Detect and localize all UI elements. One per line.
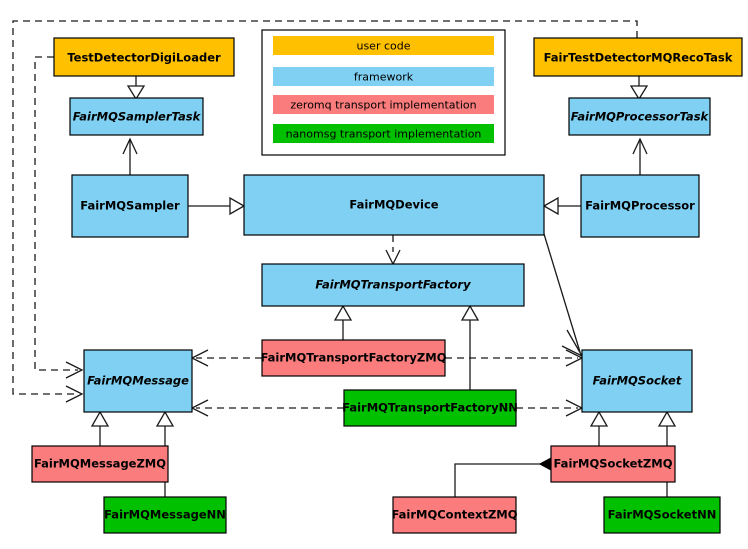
class-node-fairMQSocketZMQ[interactable]: FairMQSocketZMQ [550, 445, 676, 483]
class-node-fairMQProcessor[interactable]: FairMQProcessor [580, 174, 700, 238]
edge-processor-to-device [542, 196, 581, 216]
legend-swatch-zeromq [273, 95, 494, 114]
class-node-fairMQTransportFactory[interactable]: FairMQTransportFactory [261, 263, 525, 307]
edge-messagezmq-to-message [90, 410, 110, 446]
class-node-fairMQSocketNN[interactable]: FairMQSocketNN [603, 496, 721, 534]
edge-processor-to-processortask [632, 137, 648, 175]
class-node-fairMQSocket[interactable]: FairMQSocket [581, 349, 693, 413]
class-label-fairMQContextZMQ: FairMQContextZMQ [391, 508, 517, 522]
edge-sampler-to-samplertask [122, 137, 138, 175]
legend-label-user-code: user code [356, 40, 410, 53]
class-node-fairMQSamplerTask[interactable]: FairMQSamplerTask [69, 97, 204, 136]
edge-tfzmq-to-transportfactory [333, 304, 353, 340]
legend-swatch-nanomsg [273, 124, 494, 143]
class-label-fairMQMessage: FairMQMessage [87, 374, 189, 388]
legend: user code framework zeromq transport imp… [261, 29, 506, 156]
edge-sampler-to-device [188, 196, 246, 216]
edge-tfnn-to-message [190, 399, 344, 417]
class-label-fairMQSampler: FairMQSampler [80, 199, 180, 213]
class-node-fairMQMessageNN[interactable]: FairMQMessageNN [103, 496, 227, 534]
class-node-fairMQTransportFactoryNN[interactable]: FairMQTransportFactoryNN [342, 389, 518, 427]
class-node-fairMQSampler[interactable]: FairMQSampler [71, 174, 189, 238]
class-label-testDetectorDigiLoader: TestDetectorDigiLoader [67, 51, 221, 65]
edge-socketzmq-to-socket [589, 410, 609, 446]
node-layer: TestDetectorDigiLoader FairTestDetectorM… [31, 37, 743, 534]
class-node-fairMQDevice[interactable]: FairMQDevice [243, 174, 545, 236]
edge-tfzmq-to-message [190, 349, 262, 367]
edge-device-to-transportfactory [385, 235, 401, 266]
class-node-fairMQTransportFactoryZMQ[interactable]: FairMQTransportFactoryZMQ [260, 339, 447, 377]
class-label-fairMQTransportFactoryZMQ: FairMQTransportFactoryZMQ [260, 351, 446, 365]
class-node-fairMQContextZMQ[interactable]: FairMQContextZMQ [391, 496, 518, 534]
class-node-testDetectorDigiLoader[interactable]: TestDetectorDigiLoader [53, 37, 235, 77]
class-label-fairMQSocketNN: FairMQSocketNN [608, 508, 717, 522]
edge-recotask-to-message [12, 20, 638, 403]
class-label-fairMQProcessor: FairMQProcessor [585, 199, 695, 213]
class-label-fairMQSocketZMQ: FairMQSocketZMQ [554, 457, 673, 471]
class-label-fairMQSamplerTask: FairMQSamplerTask [73, 110, 202, 124]
class-label-fairMQProcessorTask: FairMQProcessorTask [571, 110, 710, 124]
legend-label-framework: framework [354, 71, 414, 84]
class-node-fairMQMessageZMQ[interactable]: FairMQMessageZMQ [31, 445, 169, 483]
class-label-fairMQTransportFactory: FairMQTransportFactory [315, 278, 471, 292]
edge-recotask-to-processortask [629, 76, 649, 101]
legend-swatch-framework [273, 67, 494, 86]
edge-contextzmq-to-socketzmq [454, 457, 564, 497]
edge-tfnn-to-transportfactory [460, 304, 480, 390]
class-label-fairTestDetectorMQRecoTask: FairTestDetectorMQRecoTask [544, 51, 733, 65]
edge-digiloader-to-message [34, 56, 84, 379]
class-node-fairMQMessage[interactable]: FairMQMessage [83, 349, 193, 413]
edge-tfnn-to-socket [516, 399, 584, 417]
edge-tfzmq-to-socket [445, 349, 584, 367]
legend-label-zeromq: zeromq transport implementation [290, 99, 476, 112]
legend-swatch-user-code [273, 36, 494, 55]
class-label-fairMQMessageZMQ: FairMQMessageZMQ [34, 457, 166, 471]
class-label-fairMQMessageNN: FairMQMessageNN [104, 508, 226, 522]
legend-label-nanomsg: nanomsg transport implementation [286, 128, 482, 141]
class-label-fairMQDevice: FairMQDevice [349, 198, 438, 212]
edge-digiloader-to-samplertask [126, 76, 146, 101]
class-label-fairMQSocket: FairMQSocket [593, 374, 682, 388]
class-label-fairMQTransportFactoryNN: FairMQTransportFactoryNN [342, 401, 518, 415]
class-node-fairMQProcessorTask[interactable]: FairMQProcessorTask [568, 97, 711, 136]
class-node-fairTestDetectorMQRecoTask[interactable]: FairTestDetectorMQRecoTask [533, 37, 743, 77]
edge-device-to-socket [543, 233, 584, 358]
